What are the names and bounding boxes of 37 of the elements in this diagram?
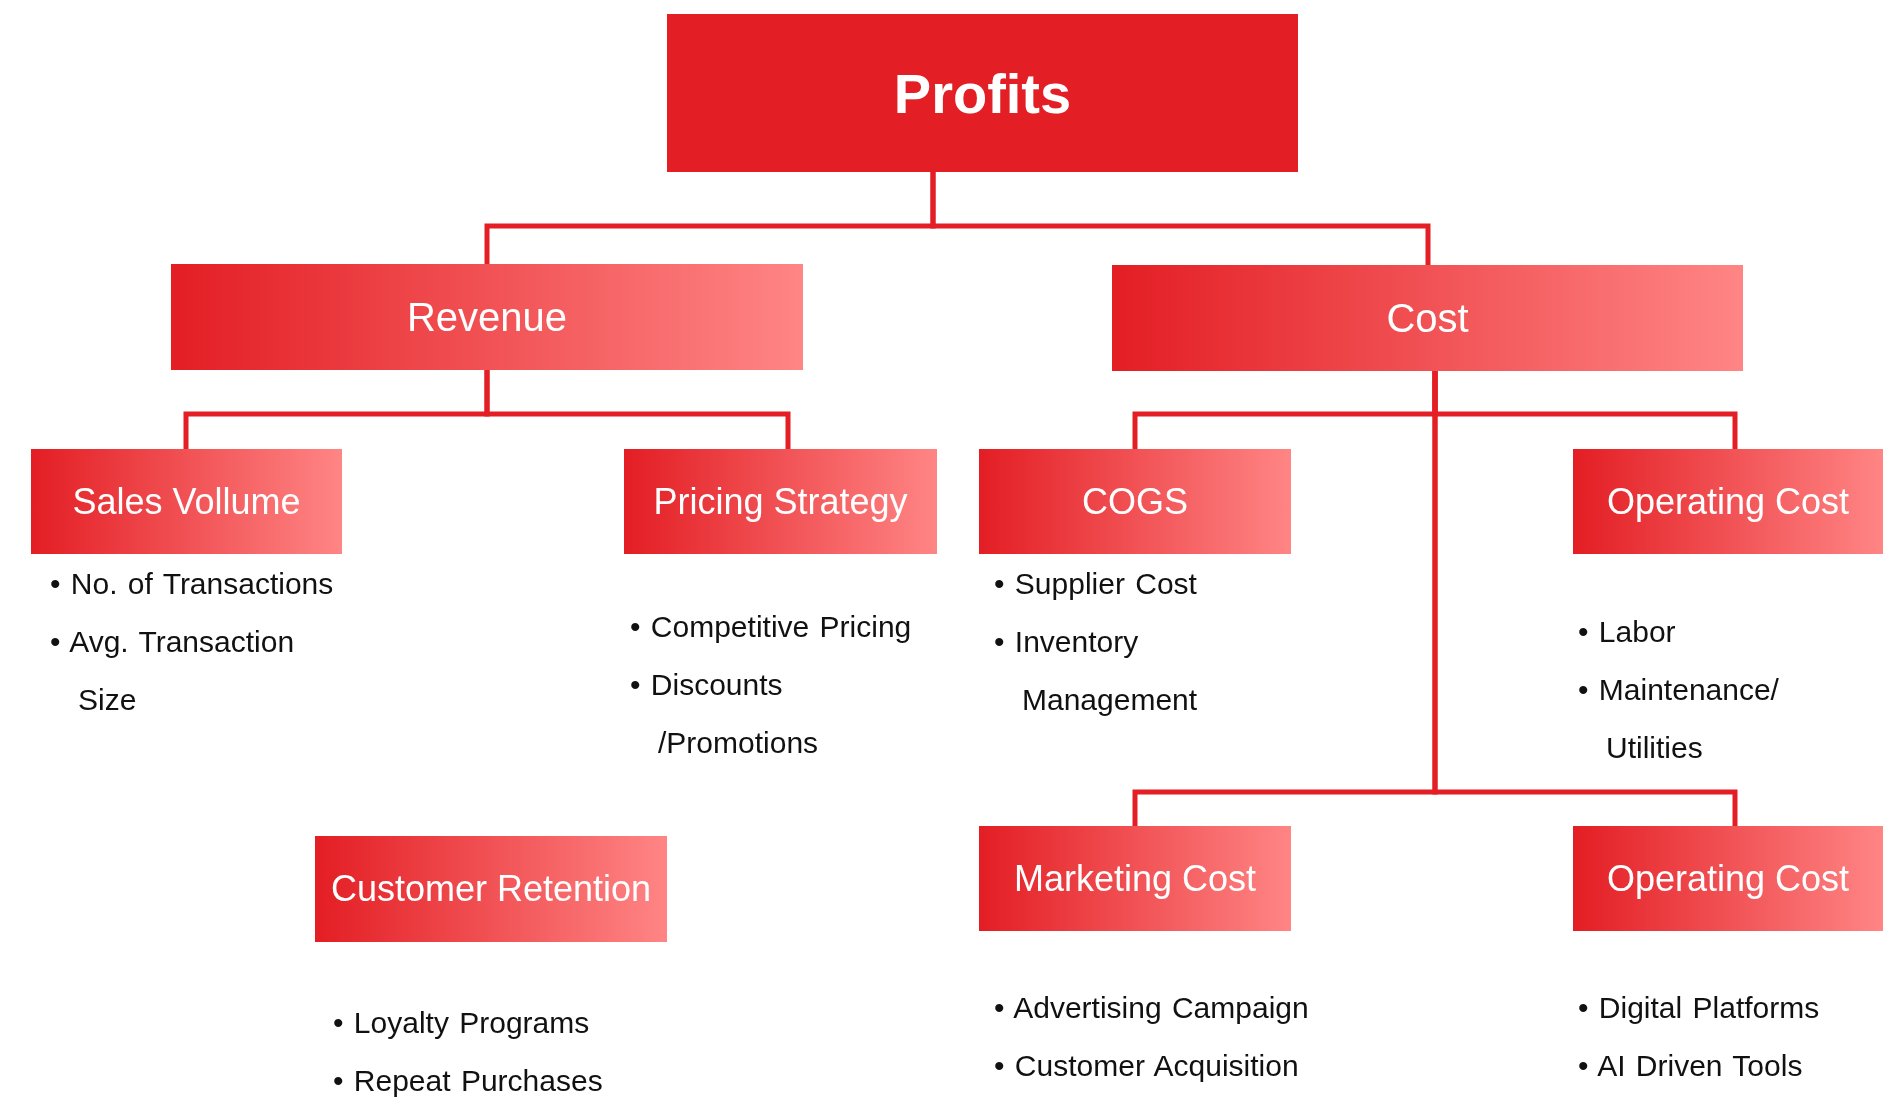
title-box — [1112, 265, 1743, 371]
bullet-item: • Loyalty Programs — [333, 1005, 591, 1041]
title-box — [315, 836, 667, 942]
bullet-item: • Avg. Transaction Size — [50, 624, 296, 718]
node-label: Revenue — [406, 294, 568, 340]
node-label: Sales Vollume — [72, 480, 301, 523]
bullet-item: • Discounts /Promotions — [630, 667, 820, 761]
title-box — [624, 449, 937, 554]
node-label: Pricing Strategy — [653, 480, 908, 523]
bullet-item: • Maintenance/ Utilities — [1578, 672, 1780, 766]
node-label: Profits — [893, 60, 1072, 126]
node-label: Cost — [1386, 295, 1469, 341]
bullet-item: • Repeat Purchases — [333, 1063, 604, 1099]
node-label: Operating Cost — [1606, 480, 1850, 523]
node-label: Operating Cost — [1606, 857, 1850, 900]
title-box — [667, 14, 1298, 172]
connector-line — [930, 172, 1431, 265]
bullet-item: • Digital Platforms — [1578, 990, 1821, 1026]
node-label: Marketing Cost — [1013, 857, 1257, 900]
bullet-item: • Competitive Pricing — [630, 609, 913, 645]
title-box — [31, 449, 342, 554]
connector-line — [484, 370, 791, 449]
bullet-item: • Advertising Campaign — [994, 990, 1310, 1026]
bullet-item: • Inventory Management — [994, 624, 1199, 718]
title-box — [171, 264, 803, 370]
title-box — [979, 449, 1291, 554]
bullet-item: • Supplier Cost — [994, 566, 1198, 602]
node-label: Customer Retention — [330, 868, 652, 910]
node-label: COGS — [1082, 480, 1188, 523]
bullet-item: • AI Driven Tools — [1578, 1048, 1804, 1084]
title-box — [1573, 449, 1883, 554]
title-box — [1573, 826, 1883, 931]
connector-line — [1432, 371, 1738, 826]
bullet-item: • Customer Acquisition — [994, 1048, 1300, 1084]
bullet-item: • No. of Transactions — [50, 566, 335, 602]
bullet-item: • Labor — [1578, 614, 1677, 650]
title-box — [979, 826, 1291, 931]
